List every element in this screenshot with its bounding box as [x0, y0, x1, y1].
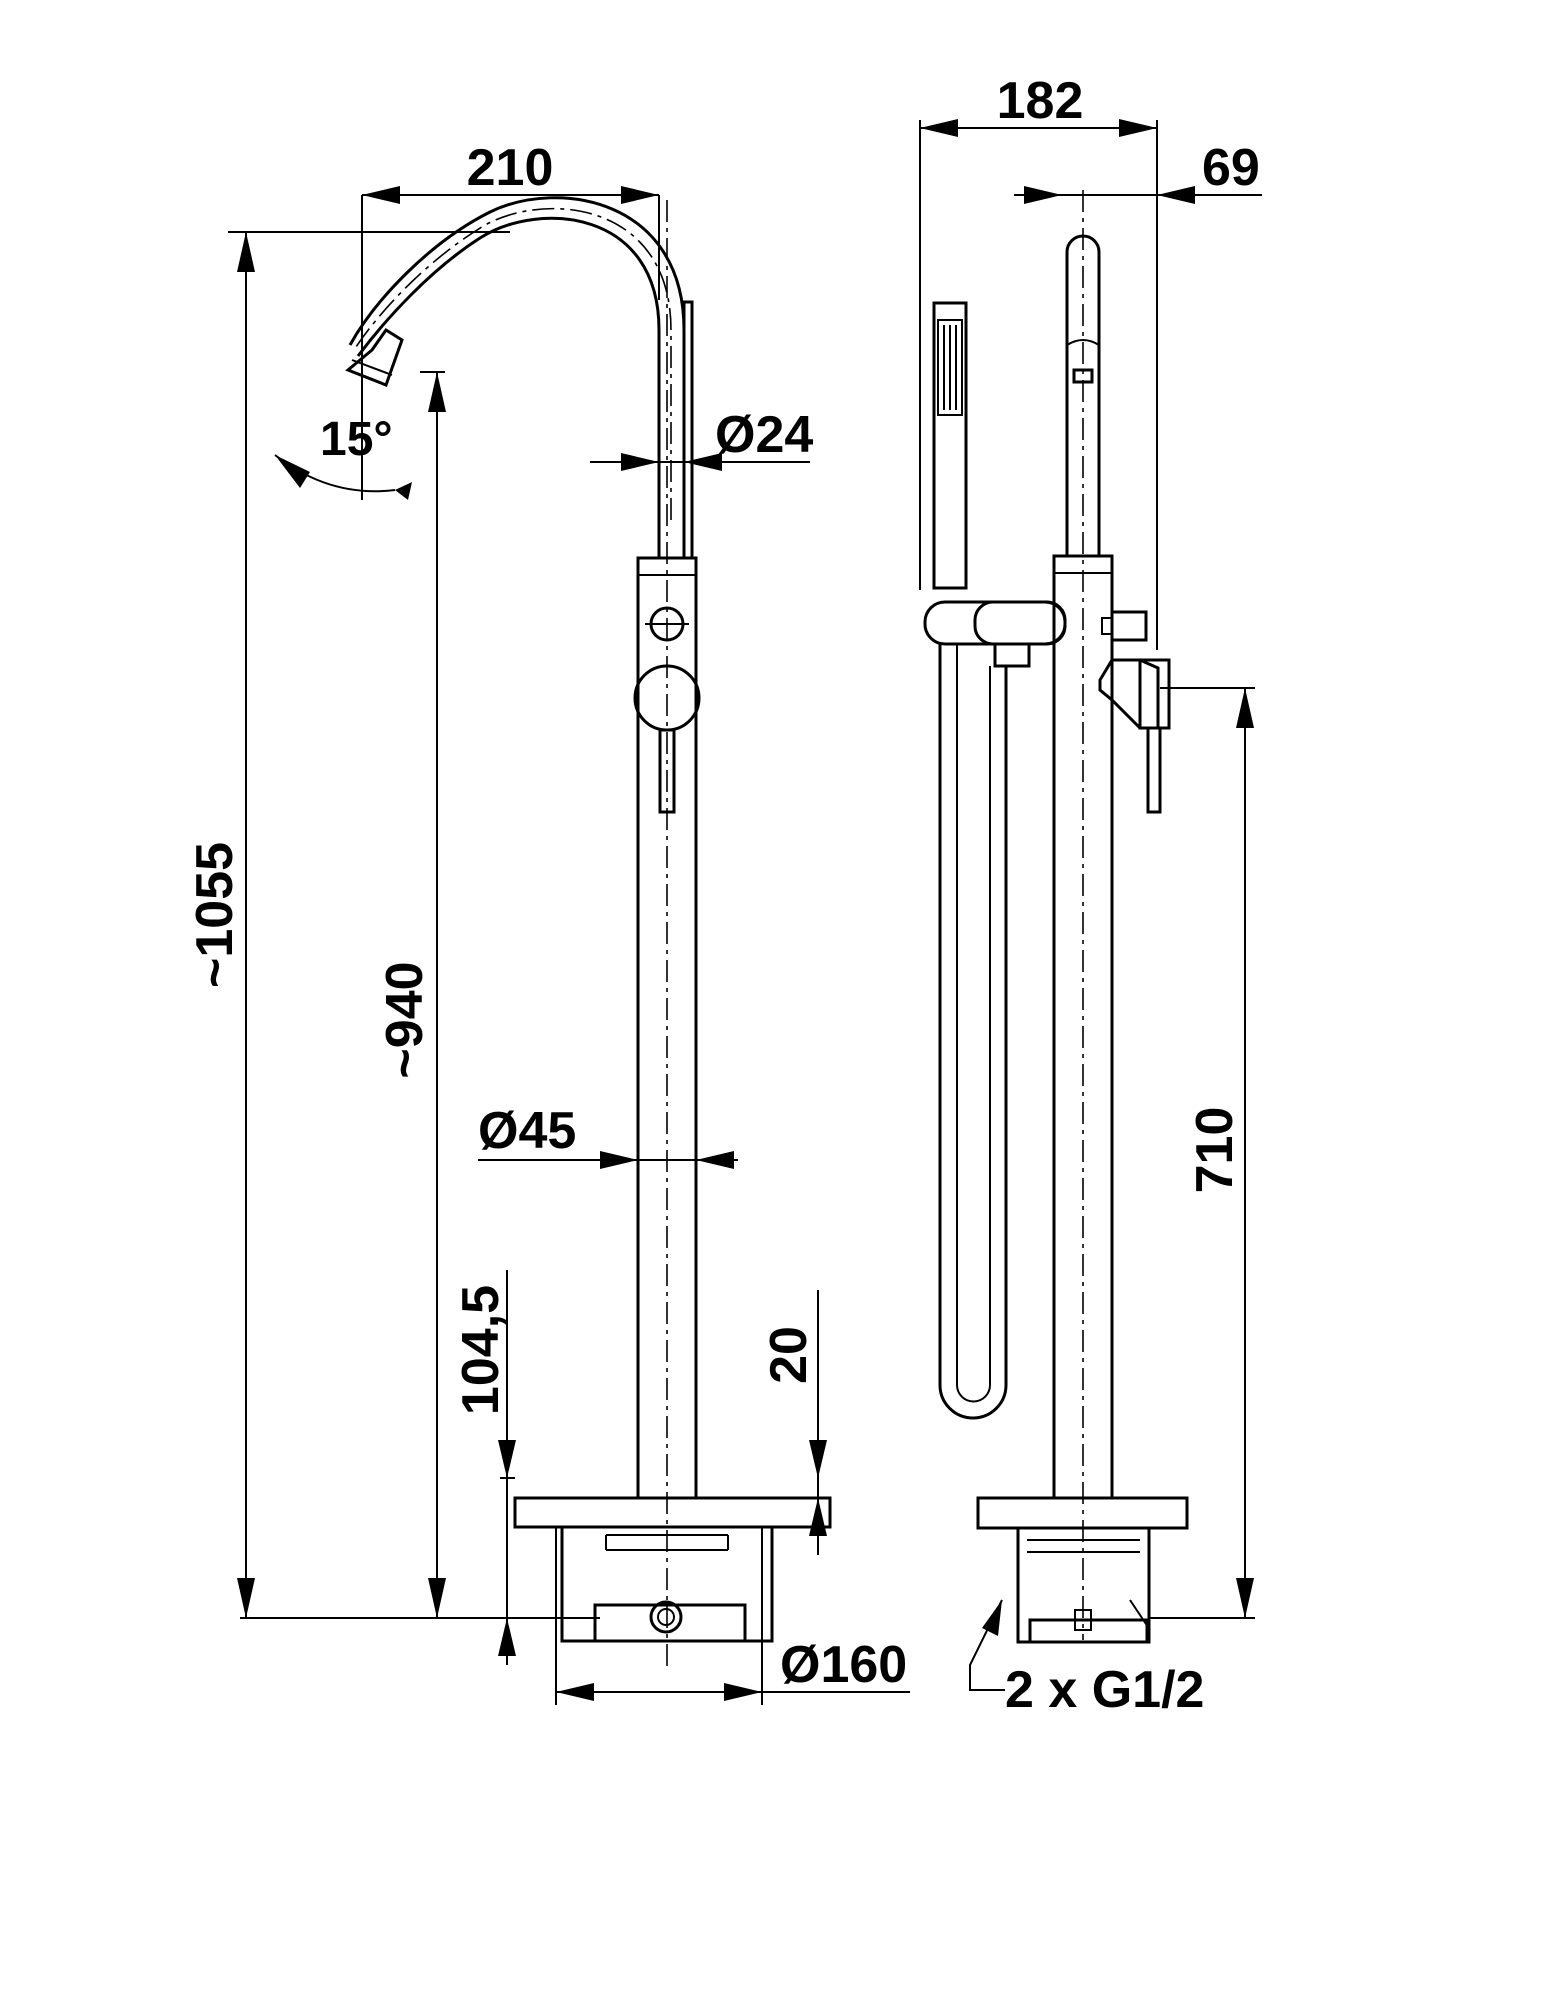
base-diameter-label: Ø160 — [780, 1636, 907, 1694]
dim-spout-height: ~940 — [376, 371, 446, 1618]
dim-lever-offset: 69 — [1014, 139, 1262, 204]
body-diameter-label: Ø45 — [478, 1102, 576, 1160]
dim-spout-reach: 210 — [361, 139, 660, 380]
side-dimensions: 182 69 710 2 x G1/2 — [919, 72, 1262, 1719]
dim-total-height: ~1055 — [186, 231, 510, 1618]
dim-total-depth: 182 — [919, 72, 1158, 650]
base-plate — [513, 1496, 832, 1643]
dim-body-diameter: Ø45 — [478, 1102, 738, 1169]
mixer-height-label: 710 — [1186, 1107, 1244, 1194]
side-lever — [1098, 658, 1171, 814]
hand-shower — [932, 301, 968, 590]
mixer-body — [633, 200, 701, 1670]
spout-angle-label: 15° — [320, 413, 393, 466]
dim-base-diameter: Ø160 — [555, 1527, 910, 1705]
dim-connection: 2 x G1/2 — [969, 1599, 1204, 1719]
base-depth-label: 104,5 — [452, 1285, 510, 1415]
dim-base-plate-thickness: 20 — [760, 1290, 827, 1555]
total-depth-label: 182 — [997, 72, 1084, 130]
base-plate-thickness-label: 20 — [760, 1326, 818, 1384]
dim-base-depth: 104,5 — [452, 1270, 516, 1665]
shower-holder — [923, 600, 1148, 668]
shower-rod — [1065, 234, 1101, 556]
front-dimensions: 210 ~1055 ~940 15° — [186, 139, 910, 1705]
side-body — [1052, 190, 1114, 1640]
dim-spout-diameter: Ø24 — [590, 406, 813, 471]
spout-diameter-label: Ø24 — [715, 406, 813, 464]
spout-height-label: ~940 — [376, 961, 434, 1078]
shower-hose — [938, 644, 1008, 1420]
lever-offset-label: 69 — [1202, 139, 1260, 197]
side-view — [923, 190, 1189, 1644]
connection-label: 2 x G1/2 — [1005, 1661, 1204, 1719]
total-height-label: ~1055 — [186, 842, 244, 988]
front-view — [345, 196, 832, 1670]
spout-reach-label: 210 — [467, 139, 554, 197]
spout — [345, 196, 694, 560]
dim-spout-angle: 15° — [274, 380, 412, 500]
dim-mixer-height: 710 — [1150, 687, 1255, 1619]
